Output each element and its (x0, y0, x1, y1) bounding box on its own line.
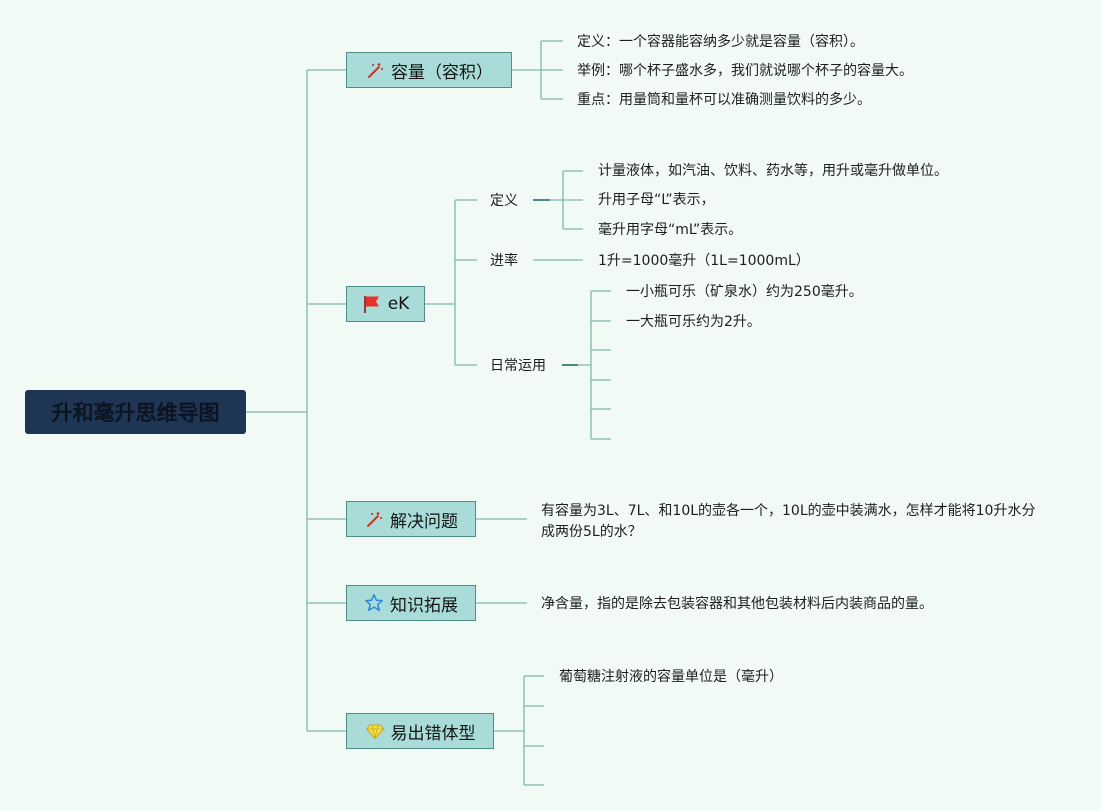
gem-icon (365, 721, 385, 741)
branch-extend[interactable]: 知识拓展 (346, 585, 476, 621)
solve-problem-text: 有容量为3L、7L、和10L的壶各一个，10L的壶中装满水，怎样才能将10升水分… (541, 503, 1036, 540)
ek-rate-item: 1升=1000毫升（1L=1000mL） (598, 253, 810, 269)
mistake-item-1: 葡萄糖注射液的容量单位是（毫升） (559, 669, 783, 685)
ek-daily-item-1: 一小瓶可乐（矿泉水）约为250毫升。 (626, 284, 863, 300)
branch-solve[interactable]: 解决问题 (346, 501, 476, 537)
root-title: 升和毫升思维导图 (51, 401, 220, 425)
ek-definition-label[interactable]: 定义 (490, 193, 518, 209)
root-node[interactable]: 升和毫升思维导图 (25, 390, 246, 434)
capacity-item-definition: 定义：一个容器能容纳多少就是容量（容积）。 (577, 34, 864, 50)
branch-mistake[interactable]: 易出错体型 (346, 713, 494, 749)
magic-wand-icon (365, 60, 385, 80)
ek-daily-label[interactable]: 日常运用 (490, 358, 546, 374)
capacity-item-example: 举例：哪个杯子盛水多，我们就说哪个杯子的容量大。 (577, 63, 913, 79)
ek-definition-item-2: 升用子母“L”表示， (598, 192, 715, 208)
star-outline-icon (364, 593, 384, 613)
ek-definition-item-3: 毫升用字母“mL”表示。 (598, 222, 743, 238)
extend-text: 净含量，指的是除去包装容器和其他包装材料后内装商品的量。 (541, 596, 933, 612)
magic-wand-icon (364, 509, 384, 529)
capacity-item-keypoint: 重点：用量筒和量杯可以准确测量饮料的多少。 (577, 92, 871, 108)
ek-definition-item-1: 计量液体，如汽油、饮料、药水等，用升或毫升做单位。 (598, 163, 948, 179)
ek-daily-item-2: 一大瓶可乐约为2升。 (626, 314, 761, 330)
ek-rate-label[interactable]: 进率 (490, 253, 518, 269)
branch-capacity[interactable]: 容量（容积） (346, 52, 512, 88)
branch-extend-label: 知识拓展 (390, 595, 458, 616)
branch-solve-label: 解决问题 (390, 511, 458, 532)
branch-capacity-label: 容量（容积） (391, 62, 493, 83)
branch-ek-label: eK (387, 294, 410, 314)
branch-mistake-label: 易出错体型 (390, 723, 476, 744)
branch-ek[interactable]: eK (346, 286, 425, 322)
red-flag-icon (362, 294, 382, 314)
